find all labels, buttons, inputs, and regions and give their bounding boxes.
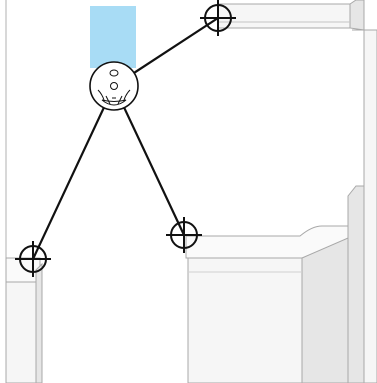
top-shelf-side bbox=[349, 0, 365, 31]
left-pillar bbox=[5, 257, 43, 383]
crosshair-target-icon bbox=[200, 0, 236, 36]
hub-side-right bbox=[123, 89, 131, 101]
wire-to-target-center bbox=[112, 84, 186, 237]
hub-side-left bbox=[97, 89, 105, 101]
hub-lower-detail bbox=[105, 95, 123, 105]
hub-outer-ring bbox=[89, 61, 139, 111]
counter-block bbox=[185, 185, 365, 383]
counter-front bbox=[187, 257, 303, 383]
hub-center bbox=[110, 82, 118, 90]
left-pillar-top bbox=[5, 257, 41, 283]
left-pillar-side bbox=[35, 262, 43, 383]
right-wall-face bbox=[363, 29, 377, 383]
counter-side bbox=[301, 237, 349, 383]
camera-hub-icon bbox=[89, 61, 139, 111]
wire-to-target-left bbox=[31, 84, 116, 261]
crosshair-target-icon bbox=[15, 241, 51, 277]
top-shelf bbox=[217, 0, 365, 31]
crosshair-target-icon bbox=[166, 217, 202, 253]
light-beam bbox=[90, 6, 136, 68]
counter-back-post bbox=[347, 185, 365, 383]
hub-top-lens bbox=[109, 69, 119, 77]
left-pillar-face bbox=[5, 281, 37, 383]
top-shelf-face bbox=[217, 3, 351, 29]
